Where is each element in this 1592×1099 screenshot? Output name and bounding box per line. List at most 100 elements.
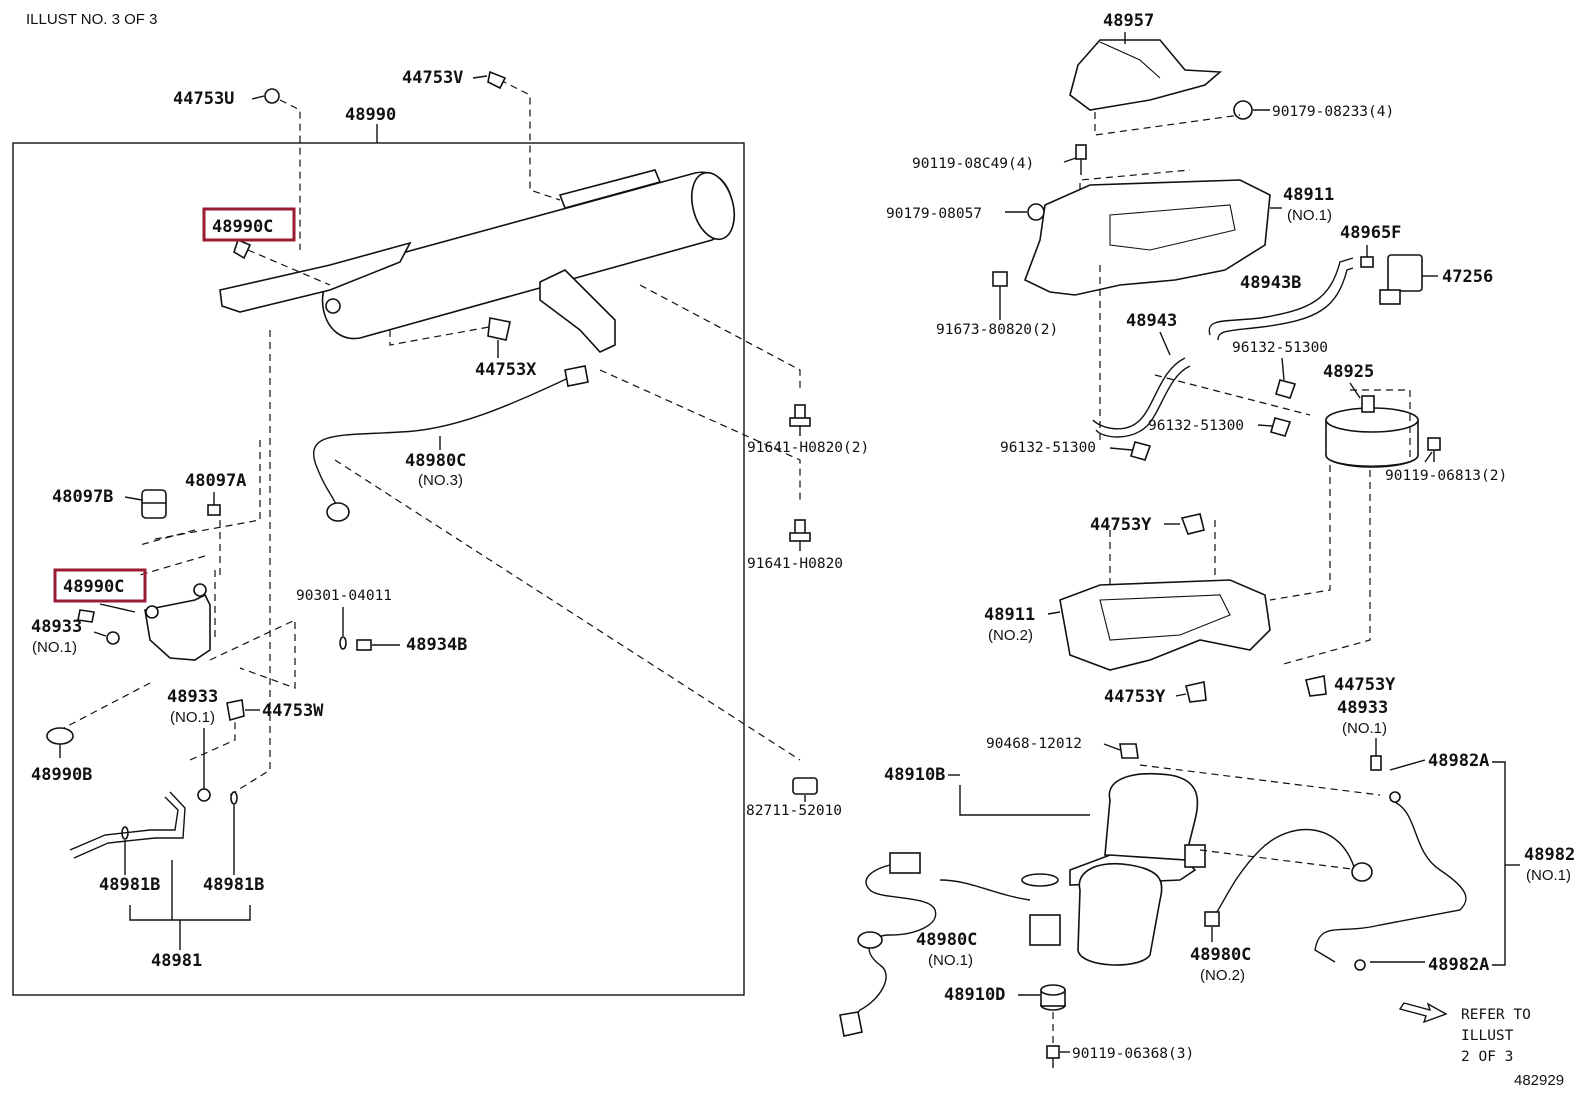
- label-48934b[interactable]: 48934B: [406, 635, 467, 655]
- bolt-90119-06813-icon: [1427, 437, 1441, 462]
- label-91641-h0820-2[interactable]: 91641-H0820(2): [747, 440, 869, 456]
- label-44753u[interactable]: 44753U: [173, 89, 234, 109]
- clip-44753y-c-icon: [1305, 675, 1327, 697]
- label-48982a-b[interactable]: 48982A: [1428, 955, 1489, 975]
- label-48981b-b[interactable]: 48981B: [203, 875, 264, 895]
- label-44753y-a[interactable]: 44753Y: [1090, 515, 1152, 535]
- o-ring-90301-icon: [339, 636, 347, 650]
- mount-48910d-icon: [1040, 984, 1066, 1011]
- label-48990[interactable]: 48990: [345, 105, 396, 125]
- o-ring-48981b-icon: [121, 791, 238, 840]
- nut-90179-08233-icon: [1233, 100, 1253, 120]
- bolt-90119-08c49-icon: [1075, 144, 1087, 175]
- bolt-90119-06368-icon: [1046, 1045, 1060, 1068]
- label-48943b[interactable]: 48943B: [1240, 273, 1301, 293]
- dryer-48925: [1325, 395, 1419, 468]
- label-48965f[interactable]: 48965F: [1340, 223, 1401, 243]
- pipe-48982-no1: [1314, 791, 1467, 971]
- label-48980c-no2-sub: (NO.2): [1200, 967, 1245, 984]
- cushion-48097b-icon: [141, 489, 167, 519]
- connector-90468-icon: [1119, 743, 1139, 759]
- refer-line-2: ILLUST: [1461, 1028, 1514, 1044]
- label-48980c-no1-sub: (NO.1): [928, 952, 973, 969]
- bolt-48097a-icon: [207, 504, 221, 516]
- label-48943[interactable]: 48943: [1126, 311, 1177, 331]
- bolt-91641-h0820-2-icon: [789, 404, 811, 436]
- label-90179-08057[interactable]: 90179-08057: [886, 206, 982, 222]
- label-90179-08233-4[interactable]: 90179-08233(4): [1272, 104, 1394, 120]
- label-48097a[interactable]: 48097A: [185, 471, 246, 491]
- clip-44753u-icon: [264, 88, 280, 104]
- label-48933-no1-left[interactable]: 48933: [31, 617, 82, 637]
- label-96132-51300-c[interactable]: 96132-51300: [1000, 440, 1096, 456]
- label-44753y-c[interactable]: 44753Y: [1334, 675, 1396, 695]
- refer-line-1: REFER TO: [1461, 1007, 1531, 1023]
- label-48990b[interactable]: 48990B: [31, 765, 92, 785]
- clamp-44753x-icon: [487, 317, 511, 341]
- label-44753w[interactable]: 44753W: [262, 701, 324, 721]
- label-48990c-left[interactable]: 48990C: [63, 577, 124, 597]
- label-48911-no2[interactable]: 48911: [984, 605, 1035, 625]
- label-48981b-a[interactable]: 48981B: [99, 875, 160, 895]
- label-48911-no1-sub: (NO.1): [1287, 207, 1332, 224]
- label-48982-no1[interactable]: 48982: [1524, 845, 1575, 865]
- label-91673-80820-2[interactable]: 91673-80820(2): [936, 322, 1058, 338]
- label-48933-no1-left-sub: (NO.1): [32, 639, 77, 656]
- label-48980c-no2[interactable]: 48980C: [1190, 945, 1251, 965]
- clamp-96132-b-icon: [1270, 417, 1292, 437]
- compressor-48910b: [1021, 772, 1206, 966]
- label-48925[interactable]: 48925: [1323, 362, 1374, 382]
- label-48982a-a[interactable]: 48982A: [1428, 751, 1489, 771]
- fitting-48933-right-icon: [1370, 755, 1382, 771]
- label-96132-51300-a[interactable]: 96132-51300: [1232, 340, 1328, 356]
- label-48981[interactable]: 48981: [151, 951, 202, 971]
- label-48911-no1[interactable]: 48911: [1283, 185, 1334, 205]
- label-82711-52010[interactable]: 82711-52010: [746, 803, 842, 819]
- label-48911-no2-sub: (NO.2): [988, 627, 1033, 644]
- label-90119-06813-2[interactable]: 90119-06813(2): [1385, 468, 1507, 484]
- label-48957[interactable]: 48957: [1103, 11, 1154, 31]
- label-48910d[interactable]: 48910D: [944, 985, 1005, 1005]
- bolt-91641-h0820-icon: [789, 519, 811, 551]
- label-47256[interactable]: 47256: [1442, 267, 1493, 287]
- label-48990c-top[interactable]: 48990C: [212, 217, 273, 237]
- bracket-48911-no2: [1059, 579, 1271, 671]
- accumulator-tank: [219, 169, 736, 353]
- label-90468-12012[interactable]: 90468-12012: [986, 736, 1082, 752]
- grommet-48990b-icon: [46, 727, 74, 758]
- hose-48943: [1092, 357, 1191, 438]
- bolt-91673-icon: [992, 271, 1008, 320]
- label-48933-no1-right[interactable]: 48933: [1337, 698, 1388, 718]
- label-44753x[interactable]: 44753X: [475, 360, 537, 380]
- label-48933-no1-mid[interactable]: 48933: [167, 687, 218, 707]
- clip-48933-left-icon: [106, 631, 120, 645]
- label-48097b[interactable]: 48097B: [52, 487, 113, 507]
- label-48933-no1-mid-sub: (NO.1): [170, 709, 215, 726]
- label-90119-08c49-4[interactable]: 90119-08C49(4): [912, 156, 1034, 172]
- label-44753v[interactable]: 44753V: [402, 68, 463, 88]
- label-90301-04011[interactable]: 90301-04011: [296, 588, 392, 604]
- plug-48934b-icon: [356, 639, 372, 651]
- clip-44753y-a-icon: [1180, 513, 1205, 535]
- clip-44753y-b-icon: [1185, 681, 1207, 703]
- label-90119-06368-3[interactable]: 90119-06368(3): [1072, 1046, 1194, 1062]
- label-48980c-no1[interactable]: 48980C: [916, 930, 977, 950]
- hose-48943b: [1208, 257, 1354, 341]
- label-48910b[interactable]: 48910B: [884, 765, 945, 785]
- diagram-number: 482929: [1514, 1072, 1564, 1089]
- refer-arrow-icon: [1398, 1002, 1448, 1024]
- label-44753y-b[interactable]: 44753Y: [1104, 687, 1166, 707]
- bracket-48933-icon: [144, 583, 211, 661]
- clip-48965f-icon: [1360, 256, 1374, 268]
- nut-90179-08057-icon: [1027, 203, 1045, 221]
- label-91641-h0820[interactable]: 91641-H0820: [747, 556, 843, 572]
- pin-48990c-left-icon: [77, 609, 95, 623]
- label-96132-51300-b[interactable]: 96132-51300: [1148, 418, 1244, 434]
- illustration-label: ILLUST NO. 3 OF 3: [26, 11, 157, 28]
- harness-48980c-no1: [839, 852, 1031, 1037]
- clamp-96132-a-icon: [1275, 379, 1297, 399]
- clip-82711-icon: [792, 777, 818, 795]
- label-48980c-no3-sub: (NO.3): [418, 472, 463, 489]
- label-48980c-no3[interactable]: 48980C: [405, 451, 466, 471]
